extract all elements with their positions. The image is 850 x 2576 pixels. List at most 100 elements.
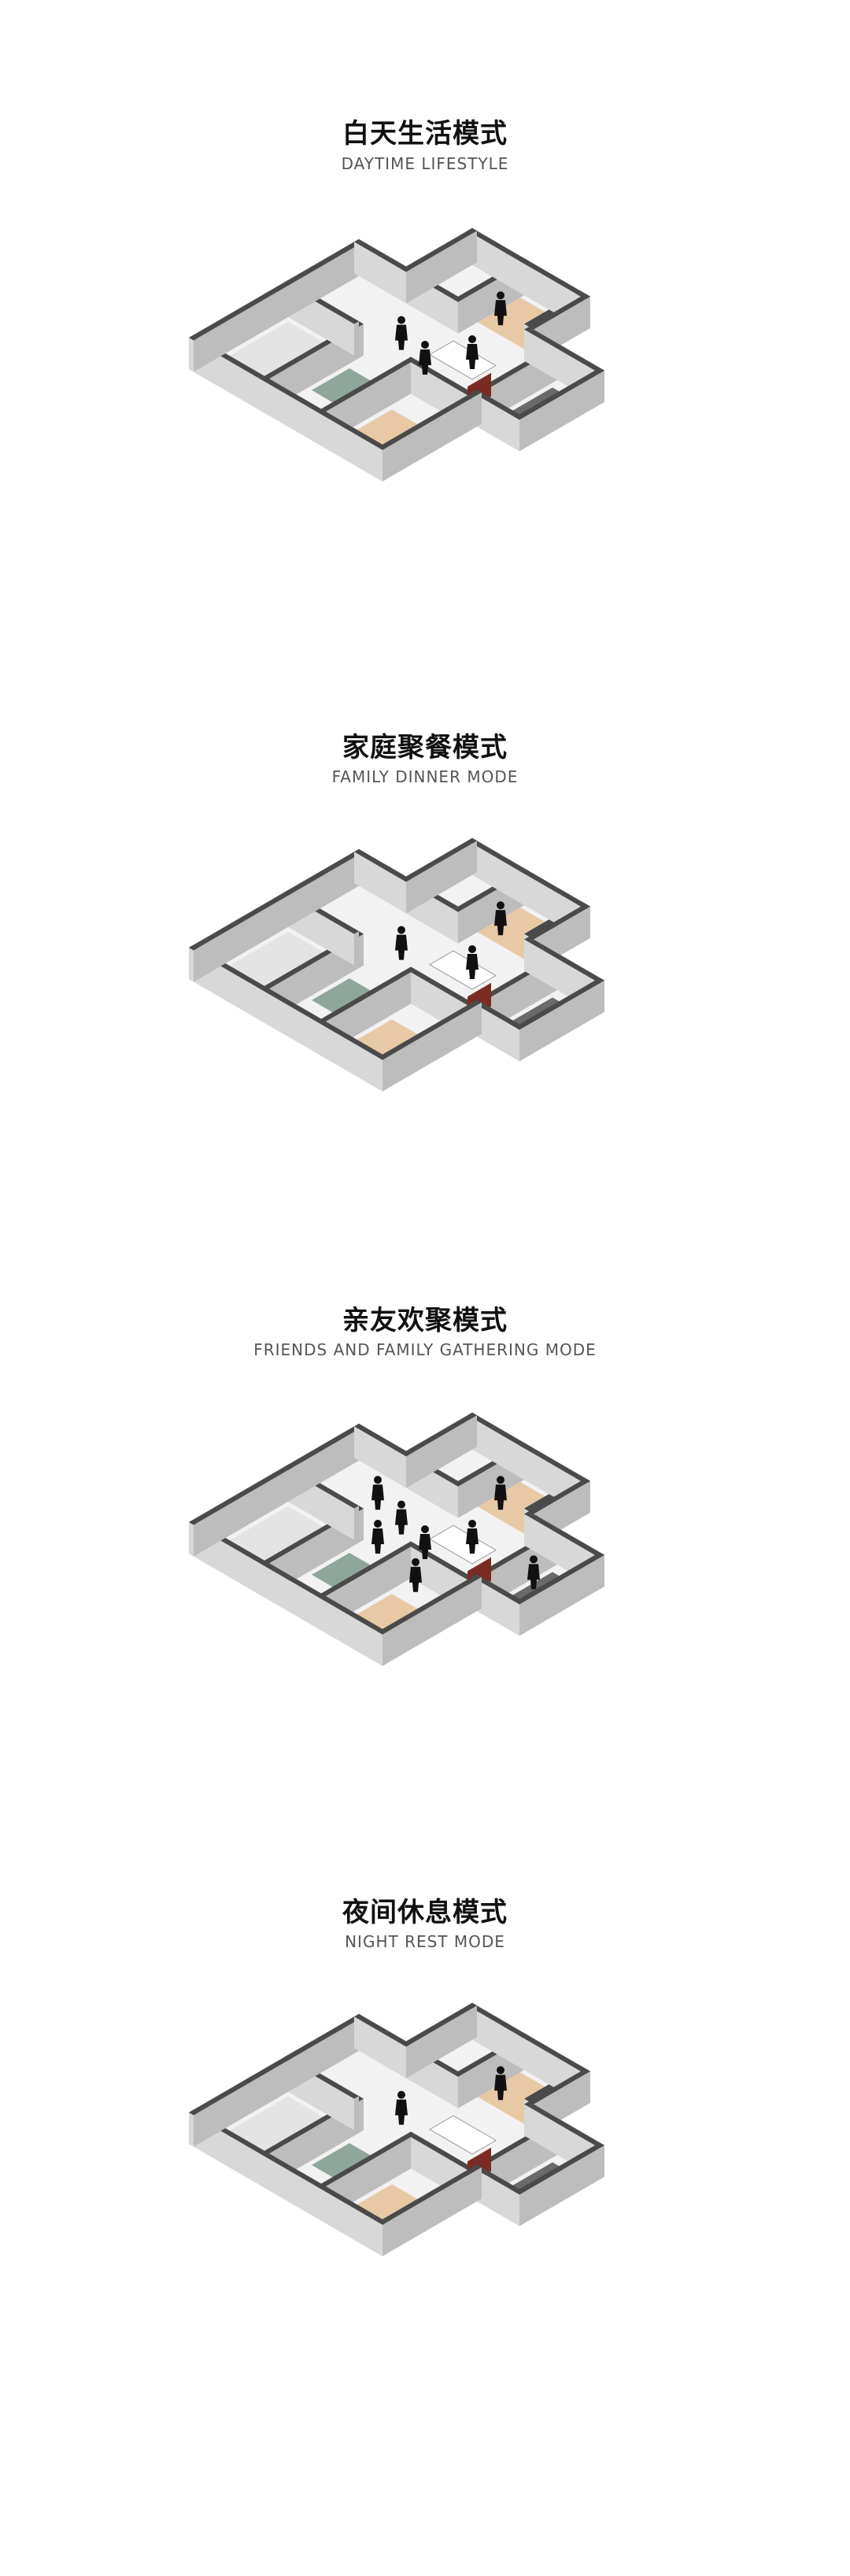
wall-face — [401, 1454, 406, 1488]
wall-face — [472, 392, 519, 452]
wall-face — [401, 879, 406, 914]
wall-top — [354, 848, 411, 882]
wall-top — [472, 2164, 524, 2195]
person-silhouette — [527, 1555, 540, 1590]
wall-face — [406, 2005, 477, 2079]
wall-face — [354, 1506, 359, 1540]
wall — [401, 837, 477, 914]
wall — [189, 1426, 359, 1557]
wall-face — [524, 2104, 529, 2138]
wall-top — [316, 1541, 416, 1599]
wall-top — [529, 1513, 604, 1558]
wall — [189, 2109, 387, 2256]
wall-top — [524, 904, 590, 942]
wall-face — [468, 231, 586, 331]
person-silhouette — [494, 291, 507, 326]
isometric-floor-plan — [165, 201, 685, 720]
wall-face — [453, 2074, 458, 2108]
wall-face — [382, 1576, 482, 1666]
wall-face — [382, 1002, 482, 1092]
wall-top — [378, 1574, 482, 1635]
wall-face — [194, 2019, 359, 2147]
wall — [189, 334, 387, 482]
wall — [189, 852, 359, 982]
wall-top — [524, 2068, 590, 2107]
wall-face — [401, 269, 406, 304]
wall — [189, 242, 359, 372]
person-silhouette — [419, 1525, 431, 1559]
person-silhouette — [395, 926, 408, 960]
wall-face — [406, 1415, 477, 1488]
wall-top — [189, 242, 359, 341]
wall-top — [468, 837, 590, 910]
wall — [401, 1412, 477, 1488]
mode-title-zh: 白天生活模式 — [342, 118, 508, 150]
mode-title-en: NIGHT REST MODE — [345, 1932, 505, 1951]
wall-top — [316, 2131, 416, 2190]
floor-plan-drawing — [189, 1412, 604, 1691]
wall-top — [411, 2134, 472, 2171]
wall-top — [472, 1574, 524, 1605]
wall-top — [189, 852, 359, 951]
mode-title-zh: 家庭聚餐模式 — [342, 732, 508, 763]
wall-face — [382, 2222, 387, 2256]
wall-face — [354, 2096, 359, 2131]
wall-top — [354, 238, 411, 272]
wall-face — [468, 2005, 586, 2106]
wall-face — [189, 338, 382, 482]
wall-face — [472, 1002, 519, 1062]
wall-top — [468, 227, 590, 300]
wall-top — [529, 939, 604, 984]
wall-face — [354, 321, 359, 356]
wall-face — [189, 948, 194, 982]
wall-top — [378, 1000, 482, 1060]
wall-face — [354, 242, 406, 304]
wall-top — [529, 329, 604, 374]
mode-title-en: FAMILY DINNER MODE — [331, 767, 519, 786]
person-silhouette — [466, 1520, 479, 1554]
wall-top — [401, 837, 477, 882]
mode-title-en: DAYTIME LIFESTYLE — [341, 154, 509, 173]
person-silhouette — [466, 335, 479, 369]
wall-top — [472, 390, 524, 420]
floor-plan-drawing — [189, 227, 604, 506]
wall-top — [472, 1000, 524, 1030]
wall-face — [453, 1484, 458, 1518]
wall-top — [354, 2013, 411, 2047]
wall-face — [189, 1522, 194, 1557]
wall — [189, 1519, 387, 1666]
wall-face — [189, 2112, 382, 2256]
wall-face — [519, 1026, 524, 1062]
wall-top — [411, 969, 472, 1006]
wall-top — [354, 1423, 411, 1457]
dining-table — [429, 950, 497, 990]
wall-face — [189, 1522, 382, 1666]
dining-table — [429, 340, 497, 380]
wall-top — [316, 357, 416, 415]
person-silhouette — [466, 945, 479, 979]
wall-face — [401, 2044, 406, 2079]
wall-top — [401, 2002, 477, 2047]
wall-face — [354, 931, 359, 966]
wall-top — [515, 978, 604, 1030]
wall-face — [519, 2145, 604, 2227]
wall — [189, 2016, 359, 2147]
isometric-floor-plan — [165, 1385, 685, 1905]
mode-title-zh: 夜间休息模式 — [342, 1897, 508, 1928]
wall-face — [382, 447, 387, 482]
wall-face — [453, 299, 458, 334]
wall-top — [401, 227, 477, 272]
person-silhouette — [371, 1476, 384, 1510]
wall — [401, 2002, 477, 2079]
wall-face — [382, 392, 482, 482]
person-silhouette — [395, 316, 408, 350]
wall-top — [189, 2109, 387, 2225]
wall-face — [189, 338, 194, 372]
wall-face — [472, 1576, 519, 1636]
wall-face — [468, 1415, 586, 1516]
person-silhouette — [494, 1476, 507, 1510]
wall-face — [519, 2191, 524, 2227]
wall-top — [189, 2016, 359, 2116]
wall-top — [189, 1426, 359, 1525]
wall-face — [354, 2016, 406, 2079]
